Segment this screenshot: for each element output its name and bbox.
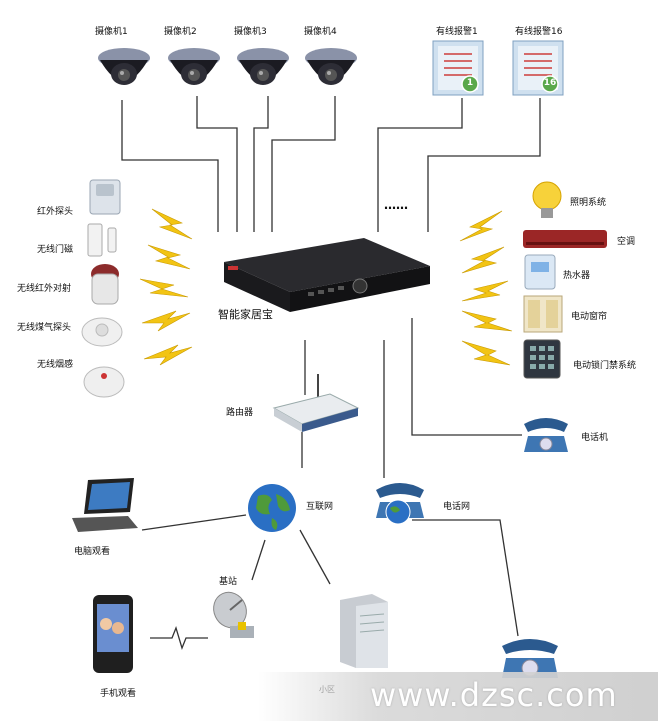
wired-alarm-16: 16 xyxy=(512,40,564,96)
router-label: 路由器 xyxy=(226,408,254,418)
lightbulb-icon xyxy=(532,181,562,218)
laptop-label: 电脑观看 xyxy=(74,547,111,557)
appliance-label-curtain: 电动窗帘 xyxy=(571,312,608,322)
dome-camera-icon xyxy=(237,48,289,85)
appliance-label-lock: 电动锁门禁系统 xyxy=(573,361,637,371)
lightning-bolt-icon xyxy=(461,340,511,366)
lightning-bolt-icon xyxy=(461,246,505,274)
alarm-label-1: 有线报警1 xyxy=(436,27,478,37)
gas-detector-icon xyxy=(81,317,123,347)
camera-3 xyxy=(235,44,291,94)
alarm-badge-1: 1 xyxy=(466,78,474,88)
laptop-icon xyxy=(72,478,138,532)
dome-camera-icon xyxy=(168,48,220,85)
sensor-label-gas: 无线煤气探头 xyxy=(17,323,72,333)
appliance-label-lighting: 照明系统 xyxy=(570,198,607,208)
door-magnet-icon xyxy=(87,223,117,257)
air-conditioner-icon xyxy=(523,230,607,248)
server-tower-icon xyxy=(340,594,388,668)
telephone-icon xyxy=(524,418,568,452)
wireless-link xyxy=(150,626,208,650)
alarm-panel-icon xyxy=(432,40,484,96)
wired-alarm-1: 1 xyxy=(432,40,484,96)
phone-network-icon xyxy=(376,483,424,525)
camera-1 xyxy=(96,44,152,94)
mobile-label: 手机观看 xyxy=(100,689,137,699)
alarm-label-16: 有线报警16 xyxy=(515,27,563,37)
lightning-bolt-icon xyxy=(461,310,513,332)
sensor-label-beam: 无线红外对射 xyxy=(17,284,72,294)
camera-4 xyxy=(303,44,359,94)
hub-device-icon xyxy=(224,238,430,312)
internet-globe-icon xyxy=(248,484,296,532)
telephone-label: 电话机 xyxy=(581,433,609,443)
hub-label: 智能家居宝 xyxy=(218,308,273,321)
dome-camera-icon xyxy=(305,48,357,85)
beam-detector-icon xyxy=(91,264,119,305)
appliance-label-ac: 空调 xyxy=(617,237,636,247)
water-heater-icon xyxy=(524,254,556,290)
router-icon xyxy=(272,374,360,432)
watermark-band xyxy=(258,672,658,721)
ellipsis-dots: …… xyxy=(384,198,408,212)
lightning-bolts-left xyxy=(139,208,193,366)
door-lock-icon xyxy=(523,339,561,379)
internet-label: 互联网 xyxy=(306,502,334,512)
camera-label-3: 摄像机3 xyxy=(234,27,267,37)
sensor-label-door: 无线门磁 xyxy=(37,245,74,255)
phone-network-label: 电话网 xyxy=(443,502,471,512)
mobile-phone-icon xyxy=(93,595,133,673)
lightning-bolt-icon xyxy=(147,244,191,270)
camera-2 xyxy=(166,44,222,94)
lightning-bolt-icon xyxy=(459,210,503,242)
lightning-bolt-icon xyxy=(151,208,193,240)
lightning-bolt-icon xyxy=(139,278,189,298)
lightning-bolt-icon xyxy=(461,280,509,302)
satellite-dish-icon xyxy=(213,591,254,638)
lightning-bolts-right xyxy=(459,210,513,366)
camera-label-1: 摄像机1 xyxy=(95,27,128,37)
smoke-detector-icon xyxy=(83,366,125,398)
dome-camera-icon xyxy=(98,48,150,85)
alarm-panel-icon xyxy=(512,40,564,96)
lightning-bolt-icon xyxy=(141,310,191,332)
sensor-label-smoke: 无线烟感 xyxy=(37,360,74,370)
alarm-badge-16: 16 xyxy=(543,78,557,88)
sensor-label-infrared: 红外探头 xyxy=(37,207,74,217)
curtain-icon xyxy=(523,295,563,333)
camera-label-4: 摄像机4 xyxy=(304,27,337,37)
smart-home-hub xyxy=(214,232,434,318)
watermark-text: www.dzsc.com xyxy=(370,676,618,714)
infrared-sensor-icon xyxy=(89,179,121,215)
appliance-label-heater: 热水器 xyxy=(563,271,591,281)
camera-label-2: 摄像机2 xyxy=(164,27,197,37)
lightning-bolt-icon xyxy=(143,344,193,366)
base-station-label: 基站 xyxy=(219,577,238,587)
